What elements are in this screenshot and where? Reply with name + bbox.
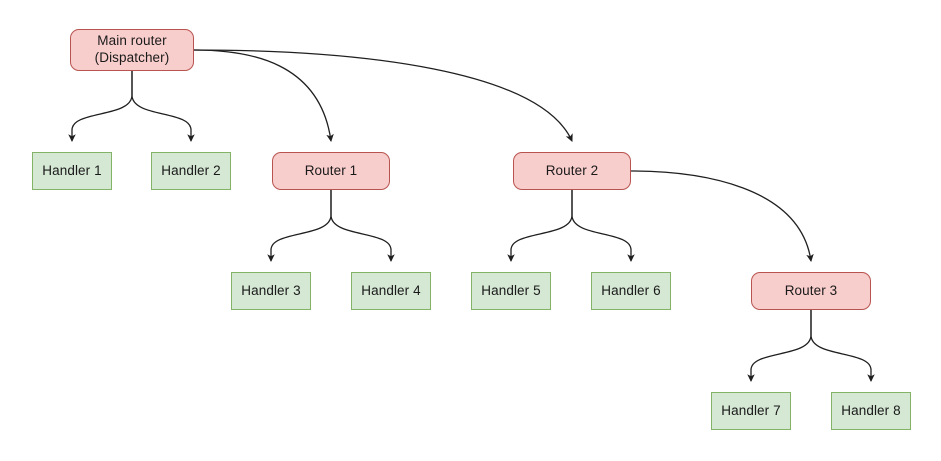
node-main-router[interactable]: Main router (Dispatcher) [70, 29, 194, 71]
edge-router-2-to-handler-5 [507, 190, 573, 263]
node-handler-6-label: Handler 6 [601, 282, 661, 298]
node-handler-3[interactable]: Handler 3 [231, 272, 311, 310]
edge-router-2-to-handler-6 [571, 190, 635, 263]
edge-main-router-to-router-2 [193, 49, 573, 142]
node-handler-7[interactable]: Handler 7 [711, 392, 791, 430]
node-handler-8-label: Handler 8 [841, 402, 901, 418]
node-handler-2-label: Handler 2 [161, 162, 221, 178]
node-handler-4[interactable]: Handler 4 [351, 272, 431, 310]
edge-main-router-to-handler-2 [131, 71, 195, 143]
edge-router-1-to-handler-4 [330, 190, 395, 263]
node-handler-7-label: Handler 7 [721, 402, 781, 418]
node-router-3-label: Router 3 [784, 282, 838, 298]
node-router-3[interactable]: Router 3 [751, 272, 871, 310]
node-handler-1[interactable]: Handler 1 [32, 152, 112, 190]
node-router-1-label: Router 1 [304, 162, 358, 178]
edge-router-2-to-router-3 [630, 170, 814, 263]
node-router-1[interactable]: Router 1 [272, 152, 390, 190]
edge-router-3-to-handler-7 [747, 310, 812, 383]
node-handler-4-label: Handler 4 [361, 282, 421, 298]
node-handler-6[interactable]: Handler 6 [591, 272, 671, 310]
edge-router-1-to-handler-3 [267, 190, 332, 263]
node-handler-5[interactable]: Handler 5 [471, 272, 551, 310]
edge-main-router-to-router-1 [193, 49, 334, 143]
node-main-router-label: Main router (Dispatcher) [94, 33, 170, 65]
node-handler-5-label: Handler 5 [481, 282, 541, 298]
node-router-2-label: Router 2 [545, 162, 599, 178]
node-router-2[interactable]: Router 2 [513, 152, 631, 190]
node-handler-2[interactable]: Handler 2 [151, 152, 231, 190]
node-handler-3-label: Handler 3 [241, 282, 301, 298]
edge-main-router-to-handler-1 [68, 71, 133, 143]
edge-router-3-to-handler-8 [810, 310, 875, 383]
node-handler-1-label: Handler 1 [42, 162, 102, 178]
node-handler-8[interactable]: Handler 8 [831, 392, 911, 430]
